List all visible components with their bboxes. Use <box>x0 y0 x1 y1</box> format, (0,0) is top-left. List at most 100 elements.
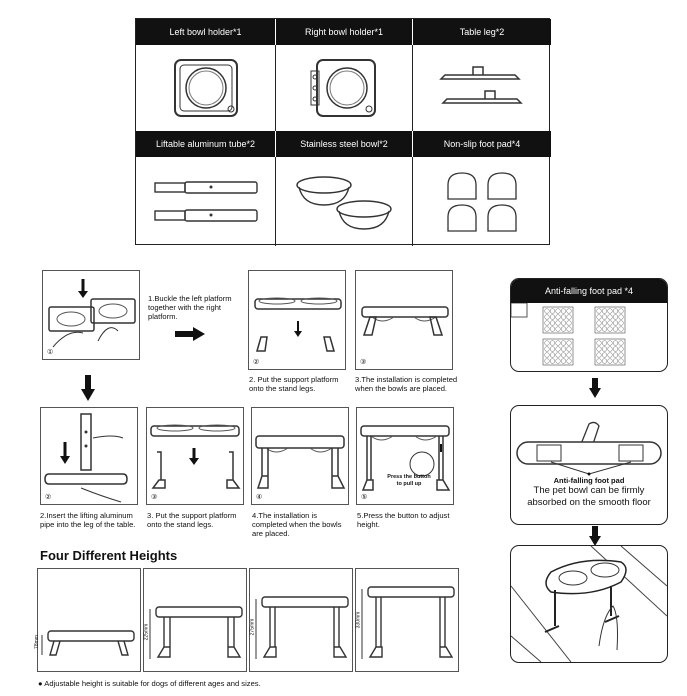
pad-dot <box>555 358 561 364</box>
pad-dot <box>549 358 556 364</box>
pad-dot <box>618 326 624 332</box>
pad-dot <box>612 346 619 352</box>
pad-dot <box>549 326 556 332</box>
pad-dot <box>555 346 561 352</box>
pad-dot <box>555 320 561 326</box>
pad-dot <box>601 308 608 314</box>
step-number: ② <box>253 359 260 366</box>
press-button-callout: Press the button to pull up <box>387 474 431 487</box>
pad-dot <box>612 314 619 320</box>
pad-dot <box>601 358 608 364</box>
pad-dot <box>549 340 556 346</box>
pad-dot <box>549 346 556 352</box>
pad-dot <box>566 352 572 358</box>
pad-dot <box>596 314 602 320</box>
pad-dot <box>596 320 602 326</box>
part-header: Left bowl holder*1 <box>136 19 276 45</box>
step-1-caption: 1.Buckle the left platform together with… <box>148 294 232 321</box>
pad-dot <box>555 314 561 320</box>
height-option: 78mm <box>34 568 141 672</box>
pad-dot <box>544 308 550 314</box>
step-b4-illustration: ④ <box>251 407 349 505</box>
height-label: 330mm <box>355 611 362 629</box>
height-label: 225mm <box>143 623 150 641</box>
pad-dot <box>607 346 613 352</box>
pad-dot <box>566 314 572 320</box>
pad-dot <box>560 346 567 352</box>
step-number: ④ <box>256 494 263 501</box>
pad-dot <box>544 326 550 332</box>
height-label: 275mm <box>249 618 256 636</box>
pad-dot <box>544 314 550 320</box>
pad-dot <box>612 340 619 346</box>
pad-dot <box>544 352 550 358</box>
part-header: Table leg*2 <box>413 19 551 45</box>
aluminum-tube-icon <box>136 157 276 246</box>
pad-dot <box>607 358 613 364</box>
pad-dot <box>618 320 624 326</box>
pad-dot <box>566 346 572 352</box>
part-header: Right bowl holder*1 <box>276 19 413 45</box>
steel-bowl-icon <box>276 157 413 246</box>
pad-dot <box>618 314 624 320</box>
pad-dot <box>612 320 619 326</box>
step-b3-caption: 3. Put the support platform onto the sta… <box>147 511 237 529</box>
pad-dot <box>549 308 556 314</box>
pad-dot <box>601 346 608 352</box>
bullet-icon: ● <box>38 679 45 688</box>
arrow-down-icon <box>589 526 601 546</box>
step-b2-caption: 2.Insert the lifting aluminum pipe into … <box>40 511 136 529</box>
step-1-illustration: ① <box>42 270 140 360</box>
foot-pad-desc-2: absorbed on the smooth floor <box>527 497 651 508</box>
pad-dot <box>544 320 550 326</box>
heights-note: ● Adjustable height is suitable for dogs… <box>38 679 261 688</box>
left-bowl-holder-icon <box>136 45 276 131</box>
heights-title: Four Different Heights <box>40 548 178 563</box>
pad-dot <box>560 320 567 326</box>
step-b5-illustration: Press the button to pull up ⑤ <box>356 407 454 505</box>
table-leg-icon <box>413 45 551 131</box>
pad-dot <box>560 314 567 320</box>
step-b5-caption: 5.Press the button to adjust height. <box>357 511 450 529</box>
pad-dot <box>566 358 572 364</box>
pad-dot <box>612 308 619 314</box>
step-b2-illustration: ② <box>40 407 138 505</box>
pad-dot <box>607 352 613 358</box>
step-number: ⑤ <box>361 494 368 501</box>
foot-pad-panel: Anti-falling foot pad *4 <box>510 278 668 372</box>
pad-dot <box>566 340 572 346</box>
pad-dot <box>607 340 613 346</box>
step-number: ① <box>47 349 54 356</box>
pad-dot <box>555 340 561 346</box>
step-3-illustration: ③ <box>355 270 453 370</box>
pad-dot <box>601 314 608 320</box>
step-b3-illustration: ③ <box>146 407 244 505</box>
pad-dot <box>612 358 619 364</box>
height-option: 225mm <box>143 568 247 672</box>
pad-dot <box>566 326 572 332</box>
pad-dot <box>618 358 624 364</box>
pad-dot <box>618 352 624 358</box>
part-header: Non-slip foot pad*4 <box>413 131 551 157</box>
foot-pad-grid-icon <box>511 303 626 366</box>
foot-pad-desc-1: The pet bowl can be firmly <box>533 485 645 496</box>
pad-dot <box>601 320 608 326</box>
height-option: 330mm <box>355 568 459 672</box>
heights-note-text: Adjustable height is suitable for dogs o… <box>44 679 261 688</box>
part-header: Stainless steel bowl*2 <box>276 131 413 157</box>
part-header: Liftable aluminum tube*2 <box>136 131 276 157</box>
step-number: ③ <box>151 494 158 501</box>
foot-pad-label: Anti-falling foot pad <box>553 476 625 485</box>
pad-dot <box>549 320 556 326</box>
parts-list-table: Left bowl holder*1 Right bowl holder*1 T… <box>135 18 551 246</box>
pad-dot <box>601 352 608 358</box>
pad-dot <box>555 308 561 314</box>
step-number: ③ <box>360 359 367 366</box>
pad-dot <box>560 352 567 358</box>
pad-dot <box>607 308 613 314</box>
step-number: ② <box>45 494 52 501</box>
step-3-caption: 3.The installation is completed when the… <box>355 375 458 393</box>
pad-dot <box>596 340 602 346</box>
pad-dot <box>560 308 567 314</box>
